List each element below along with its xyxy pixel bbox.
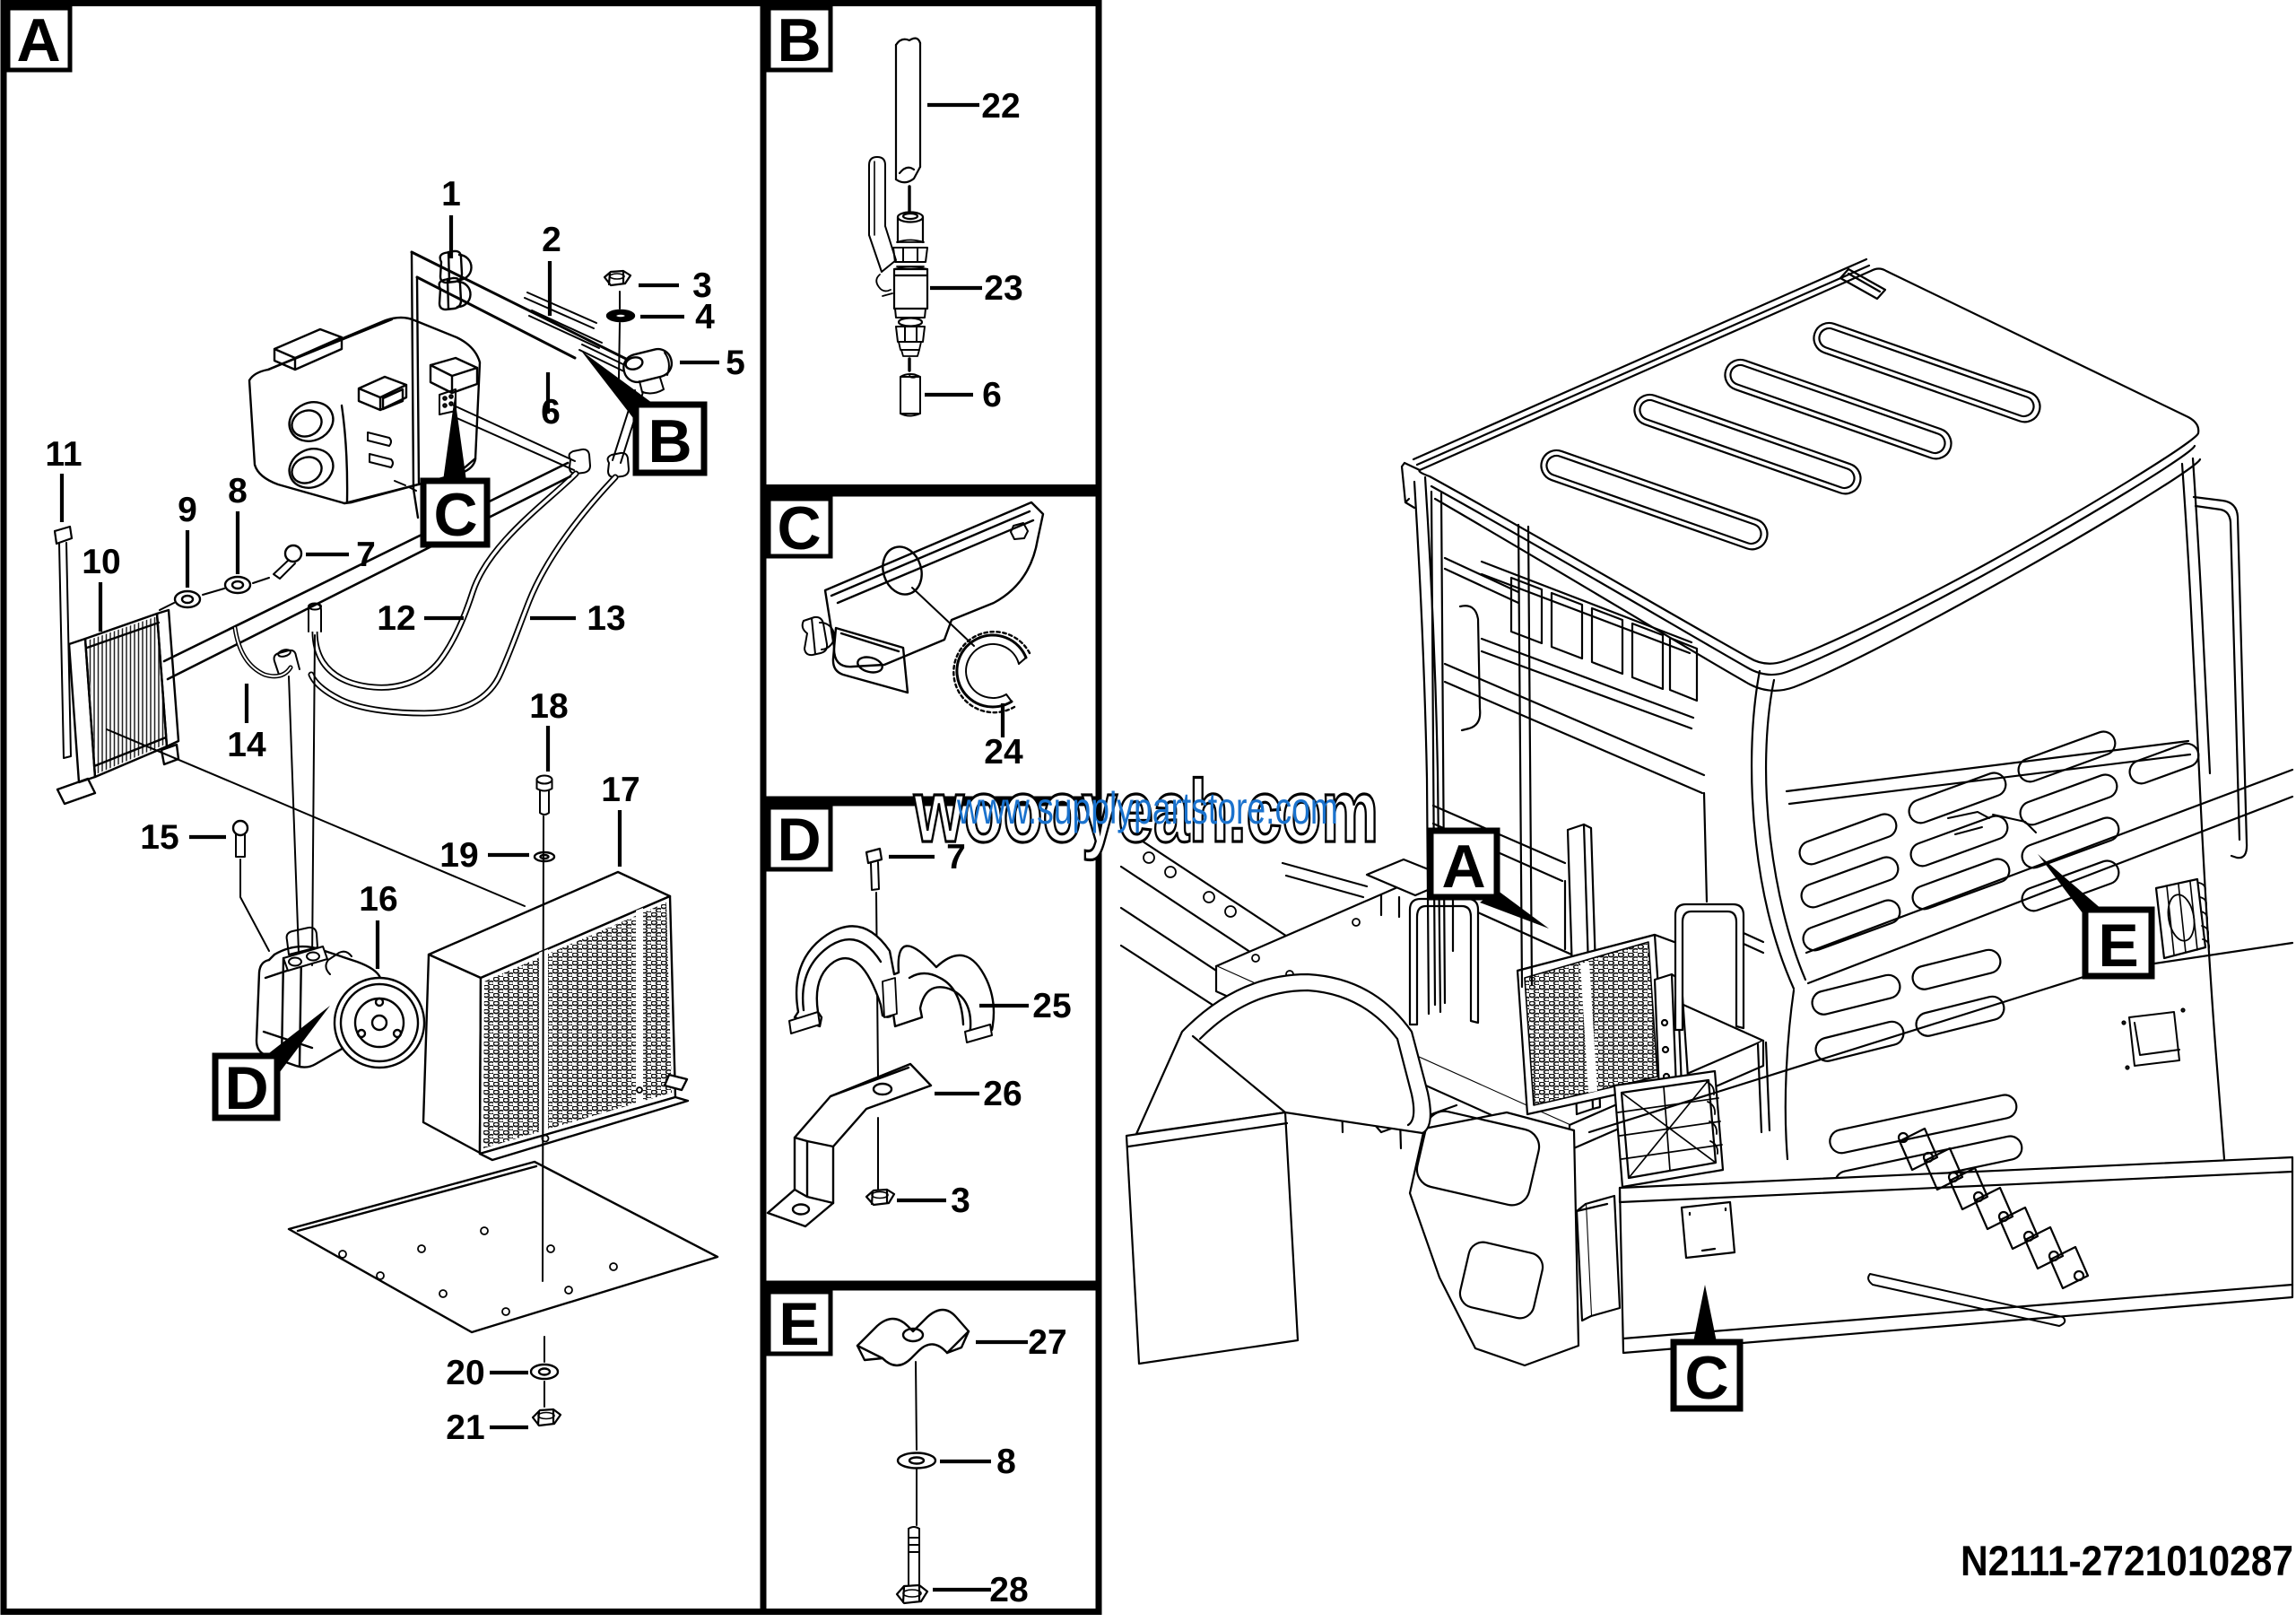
- svg-text:8: 8: [228, 472, 248, 510]
- svg-text:D: D: [777, 806, 821, 874]
- svg-text:24: 24: [984, 733, 1023, 772]
- svg-text:D: D: [224, 1054, 268, 1122]
- svg-text:23: 23: [984, 269, 1022, 308]
- svg-text:25: 25: [1032, 987, 1071, 1025]
- svg-text:19: 19: [439, 836, 478, 875]
- svg-text:9: 9: [178, 491, 197, 529]
- svg-text:7: 7: [946, 838, 966, 876]
- svg-text:7: 7: [356, 536, 376, 574]
- svg-text:C: C: [777, 494, 821, 562]
- svg-text:3: 3: [692, 266, 712, 305]
- svg-text:N2111-2721010287: N2111-2721010287: [1961, 1537, 2293, 1584]
- svg-text:8: 8: [996, 1443, 1016, 1481]
- svg-text:11: 11: [45, 435, 82, 474]
- svg-text:15: 15: [140, 818, 178, 857]
- svg-text:3: 3: [951, 1182, 970, 1220]
- svg-text:woooyeah.com: woooyeah.com: [913, 762, 1378, 860]
- svg-text:2: 2: [542, 221, 561, 259]
- svg-text:27: 27: [1028, 1323, 1066, 1362]
- svg-text:10: 10: [82, 543, 120, 581]
- svg-text:16: 16: [359, 880, 397, 919]
- svg-text:A: A: [1441, 833, 1485, 901]
- svg-text:6: 6: [541, 393, 561, 432]
- svg-text:18: 18: [529, 687, 568, 726]
- svg-text:21: 21: [446, 1408, 484, 1447]
- svg-text:B: B: [777, 6, 821, 74]
- svg-text:13: 13: [587, 599, 625, 638]
- svg-text:C: C: [1684, 1344, 1728, 1412]
- svg-text:14: 14: [227, 726, 266, 764]
- svg-text:C: C: [433, 481, 477, 549]
- svg-text:E: E: [778, 1290, 819, 1358]
- svg-text:B: B: [648, 407, 691, 475]
- svg-text:20: 20: [446, 1354, 484, 1392]
- svg-text:12: 12: [377, 599, 415, 638]
- svg-text:17: 17: [601, 771, 639, 809]
- svg-text:26: 26: [983, 1075, 1022, 1113]
- svg-text:1: 1: [441, 175, 461, 214]
- svg-text:E: E: [2098, 911, 2138, 980]
- svg-text:28: 28: [989, 1571, 1028, 1609]
- svg-text:5: 5: [726, 344, 745, 382]
- svg-text:4: 4: [695, 298, 715, 336]
- svg-text:A: A: [16, 6, 60, 74]
- svg-text:www.supplypartstore.com: www.supplypartstore.com: [956, 783, 1338, 833]
- svg-text:6: 6: [982, 376, 1002, 414]
- svg-text:22: 22: [981, 87, 1020, 126]
